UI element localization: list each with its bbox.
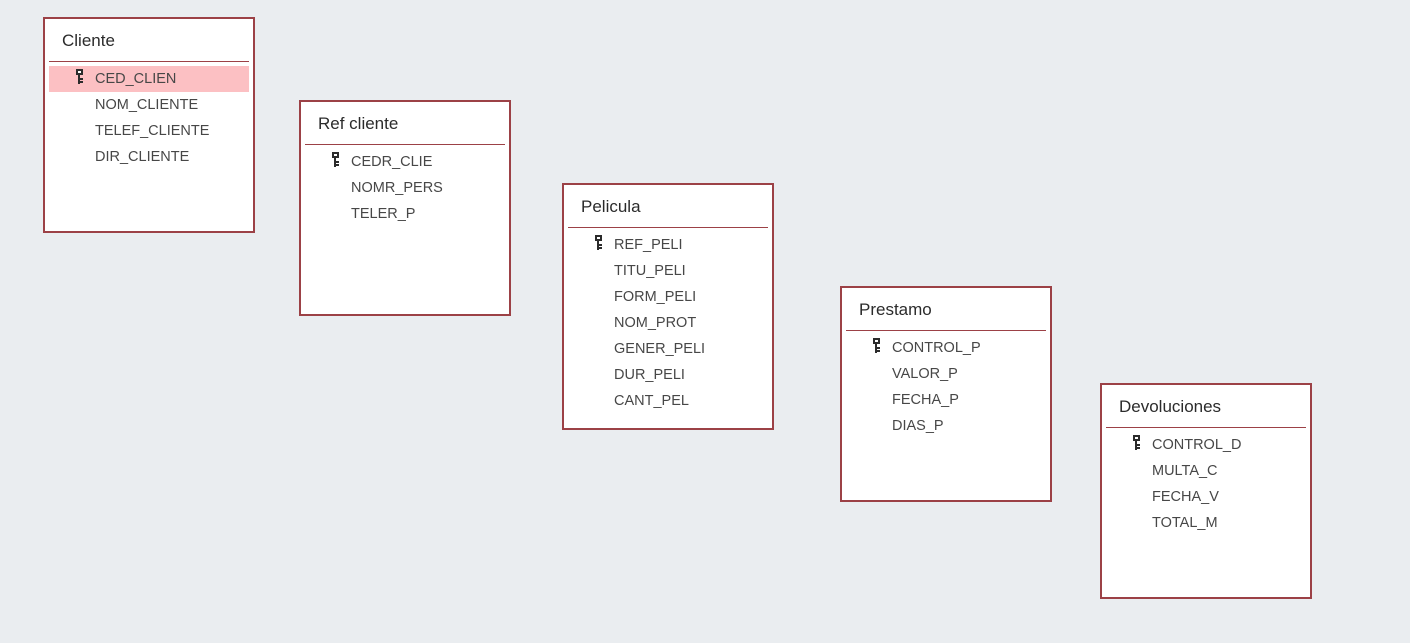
field-row[interactable]: TOTAL_M [1106, 510, 1306, 536]
field-row[interactable]: VALOR_P [846, 361, 1046, 387]
field-row[interactable]: CONTROL_D [1106, 432, 1306, 458]
table-pelicula[interactable]: Pelicula REF_PELI TITU_PELI FORM_PELI NO… [562, 183, 774, 430]
field-row[interactable]: DIR_CLIENTE [49, 144, 249, 170]
field-row[interactable]: NOM_PROT [568, 310, 768, 336]
key-icon [594, 235, 604, 251]
key-icon [1132, 435, 1142, 451]
field-label: VALOR_P [892, 366, 958, 382]
field-row[interactable]: CANT_PEL [568, 388, 768, 414]
table-prestamo[interactable]: Prestamo CONTROL_P VALOR_P FECHA_P DIAS_… [840, 286, 1052, 502]
field-row[interactable]: TELEF_CLIENTE [49, 118, 249, 144]
field-row[interactable]: TITU_PELI [568, 258, 768, 284]
field-label: TOTAL_M [1152, 515, 1218, 531]
field-row[interactable]: DIAS_P [846, 413, 1046, 439]
field-label: DIR_CLIENTE [95, 149, 190, 165]
field-label: CEDR_CLIE [351, 154, 433, 170]
field-label: TITU_PELI [614, 263, 686, 279]
field-label: CED_CLIEN [95, 71, 177, 87]
field-label: NOMR_PERS [351, 180, 443, 196]
table-cliente[interactable]: Cliente CED_CLIEN NOM_CLIENTE TELEF_CLIE… [43, 17, 255, 233]
field-row[interactable]: CED_CLIEN [49, 66, 249, 92]
field-row[interactable]: NOMR_PERS [305, 175, 505, 201]
field-label: TELER_P [351, 206, 416, 222]
field-row[interactable]: GENER_PELI [568, 336, 768, 362]
field-row[interactable]: NOM_CLIENTE [49, 92, 249, 118]
field-row[interactable]: REF_PELI [568, 232, 768, 258]
table-ref-cliente[interactable]: Ref cliente CEDR_CLIE NOMR_PERS TELER_P [299, 100, 511, 316]
table-title[interactable]: Ref cliente [305, 102, 505, 145]
field-label: FORM_PELI [614, 289, 697, 305]
field-list: CONTROL_D MULTA_C FECHA_V TOTAL_M [1102, 432, 1310, 536]
field-list: CED_CLIEN NOM_CLIENTE TELEF_CLIENTE DIR_… [45, 66, 253, 170]
table-title[interactable]: Pelicula [568, 185, 768, 228]
field-list: CEDR_CLIE NOMR_PERS TELER_P [301, 149, 509, 227]
field-label: CANT_PEL [614, 393, 689, 409]
table-devoluciones[interactable]: Devoluciones CONTROL_D MULTA_C FECHA_V T… [1100, 383, 1312, 599]
field-label: TELEF_CLIENTE [95, 123, 210, 139]
field-row[interactable]: CEDR_CLIE [305, 149, 505, 175]
field-label: DIAS_P [892, 418, 944, 434]
field-row[interactable]: DUR_PELI [568, 362, 768, 388]
field-label: NOM_PROT [614, 315, 697, 331]
field-row[interactable]: FECHA_P [846, 387, 1046, 413]
field-label: NOM_CLIENTE [95, 97, 199, 113]
table-title[interactable]: Devoluciones [1106, 385, 1306, 428]
field-row[interactable]: CONTROL_P [846, 335, 1046, 361]
field-row[interactable]: FECHA_V [1106, 484, 1306, 510]
field-label: REF_PELI [614, 237, 683, 253]
field-list: REF_PELI TITU_PELI FORM_PELI NOM_PROT GE… [564, 232, 772, 414]
field-row[interactable]: FORM_PELI [568, 284, 768, 310]
table-title[interactable]: Prestamo [846, 288, 1046, 331]
field-row[interactable]: MULTA_C [1106, 458, 1306, 484]
field-label: FECHA_P [892, 392, 959, 408]
table-title[interactable]: Cliente [49, 19, 249, 62]
field-list: CONTROL_P VALOR_P FECHA_P DIAS_P [842, 335, 1050, 439]
field-label: FECHA_V [1152, 489, 1219, 505]
key-icon [75, 69, 85, 85]
field-label: CONTROL_D [1152, 437, 1242, 453]
field-row[interactable]: TELER_P [305, 201, 505, 227]
field-label: MULTA_C [1152, 463, 1218, 479]
field-label: CONTROL_P [892, 340, 981, 356]
field-label: DUR_PELI [614, 367, 685, 383]
key-icon [331, 152, 341, 168]
field-label: GENER_PELI [614, 341, 706, 357]
key-icon [872, 338, 882, 354]
